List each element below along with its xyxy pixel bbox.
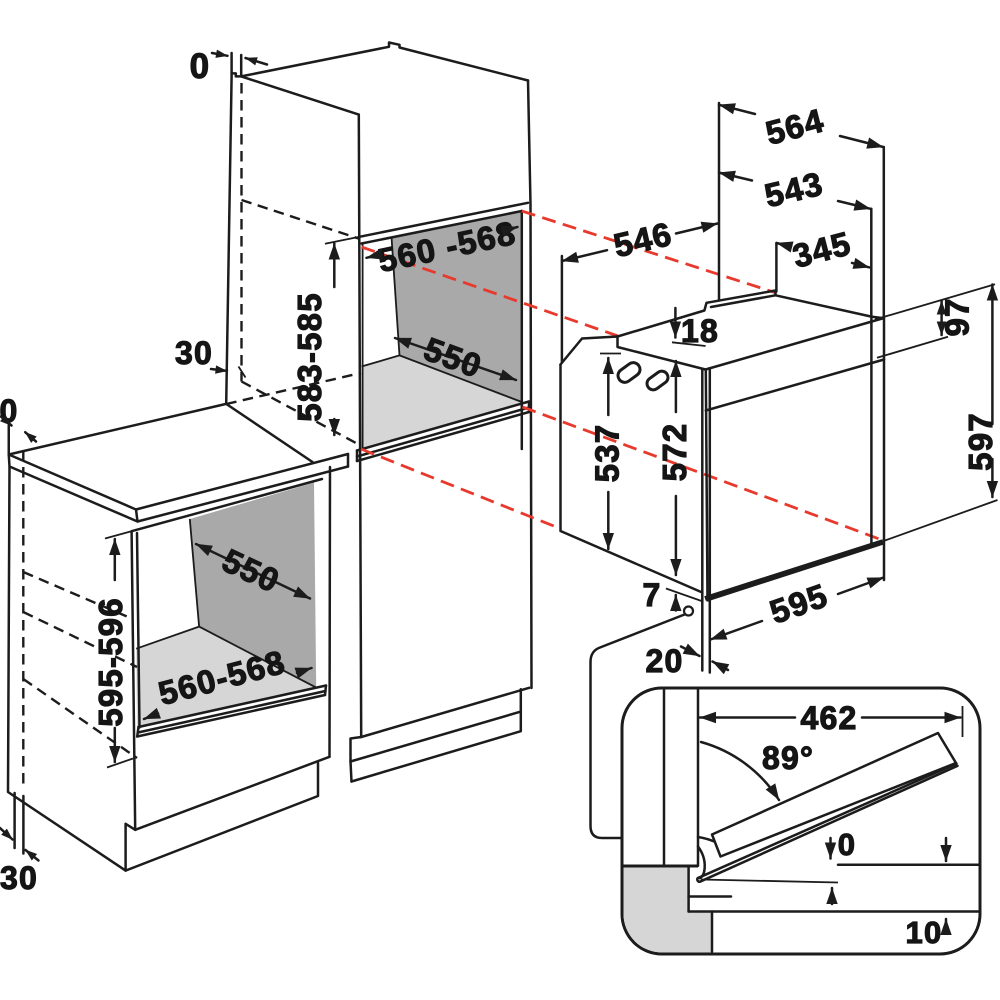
svg-text:564: 564	[762, 101, 828, 152]
svg-text:597: 597	[962, 412, 999, 471]
svg-text:30: 30	[175, 335, 213, 371]
svg-text:537: 537	[589, 424, 626, 483]
svg-text:7: 7	[643, 577, 662, 613]
svg-text:30: 30	[0, 860, 38, 896]
svg-text:550: 550	[419, 330, 487, 385]
svg-text:345: 345	[789, 224, 855, 275]
svg-text:0: 0	[190, 47, 211, 86]
svg-text:0: 0	[838, 827, 856, 862]
svg-text:543: 543	[761, 165, 827, 215]
svg-text:583-585: 583-585	[291, 292, 328, 422]
svg-text:595: 595	[765, 576, 833, 630]
svg-text:462: 462	[801, 700, 858, 736]
svg-text:97: 97	[939, 297, 976, 336]
svg-text:18: 18	[681, 313, 719, 349]
svg-text:572: 572	[656, 423, 693, 482]
svg-text:20: 20	[646, 643, 684, 679]
svg-text:595-596: 595-596	[92, 597, 129, 727]
svg-text:10: 10	[906, 915, 943, 950]
svg-text:89°: 89°	[762, 740, 814, 776]
